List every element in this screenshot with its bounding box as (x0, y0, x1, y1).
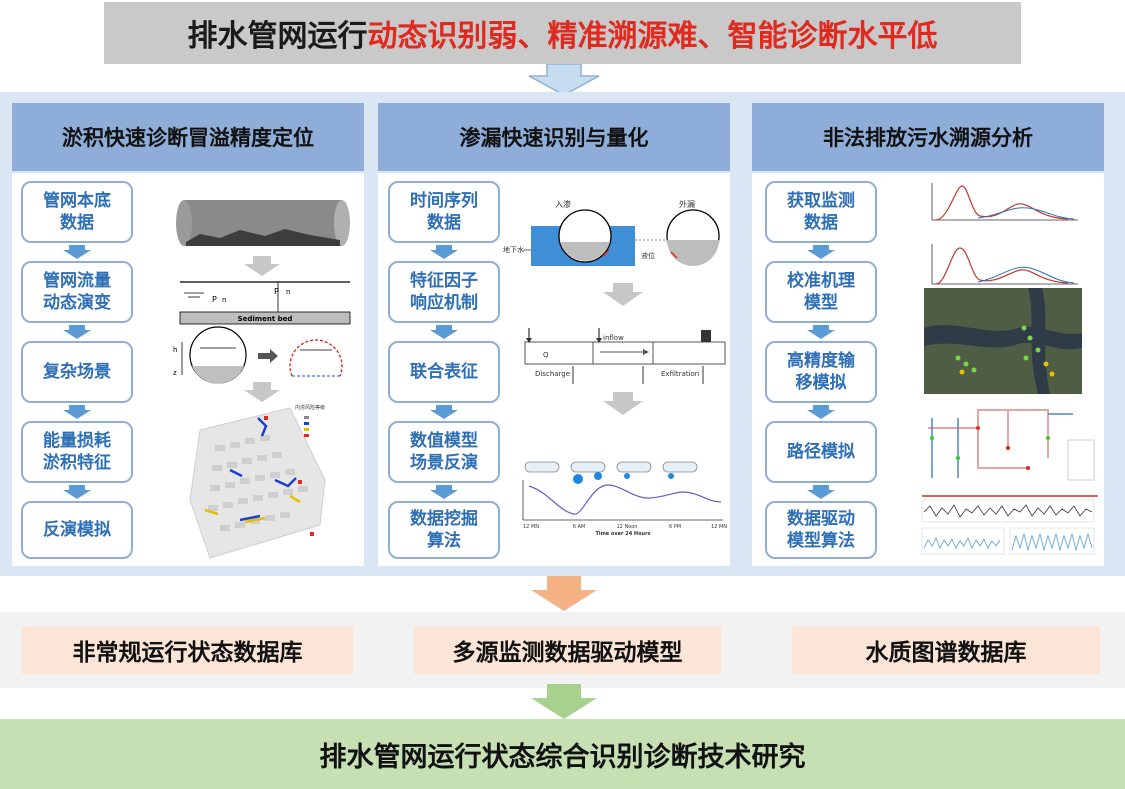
water-quality-timeseries-chart (921, 499, 1095, 555)
step-leakage-3: 联合表征 (388, 341, 500, 403)
step-sediment-4: 能量损耗 淤积特征 (21, 421, 133, 483)
sediment-bed-diagram: P n P n Sediment bed (179, 281, 351, 325)
sediment-illustrations: P n P n Sediment bed h z (173, 200, 351, 559)
down-arrow-icon (531, 576, 597, 611)
time-tick-2: 6 AM (573, 524, 586, 530)
svg-text:n: n (286, 288, 290, 296)
svg-text:n: n (222, 296, 226, 304)
step-leakage-4: 数值模型 场景反演 (388, 421, 500, 483)
svg-text:P: P (212, 295, 217, 304)
time-tick-5: 12 MN (711, 524, 727, 530)
leakage-illustrations: 入渗 外漏 地下水 液位 Q inflow Discharge Exfiltra… (503, 199, 727, 537)
column-header-sediment: 淤积快速诊断冒溢精度定位 (12, 103, 364, 171)
time-tick-1: 12 MN (523, 524, 539, 530)
time-axis-label: Time over 24 Hours (595, 531, 650, 537)
step-leakage-2: 特征因子 响应机制 (388, 261, 500, 323)
groundwater-label: 地下水 (503, 245, 524, 254)
flood-legend-title: 内涝风险等级 (295, 404, 325, 411)
database-box-abnormal: 非常规运行状态数据库 (22, 626, 353, 674)
column-header-tracing: 非法排放污水溯源分析 (752, 103, 1104, 171)
svg-text:z: z (173, 369, 177, 377)
satellite-map-image (924, 288, 1082, 394)
step-tracing-1: 获取监测 数据 (765, 181, 877, 243)
exfiltration-cn-label: 外漏 (679, 199, 695, 209)
tracing-illustrations (921, 183, 1098, 555)
step-leakage-1: 时间序列 数据 (388, 181, 500, 243)
infiltration-label: 入渗 (555, 199, 571, 209)
problem-prefix: 排水管网运行 (187, 19, 368, 54)
time-tick-4: 6 PM (669, 524, 681, 530)
problem-banner: 排水管网运行动态识别弱、精准溯源难、智能诊断水平低 (104, 2, 1021, 64)
pipe-cross-section-diagram: h z (173, 326, 343, 384)
database-box-model: 多源监测数据驱动模型 (414, 626, 721, 674)
step-tracing-5: 数据驱动 模型算法 (765, 501, 877, 559)
time-tick-3: 12 Noon (617, 524, 638, 530)
exfiltration-label: Exfiltration (661, 370, 699, 378)
conclusion-banner: 排水管网运行状态综合识别诊断技术研究 (0, 719, 1125, 789)
step-sediment-1: 管网本底 数据 (21, 181, 133, 243)
down-arrow-icon (528, 64, 600, 96)
column-header-leakage: 渗漏快速识别与量化 (378, 103, 730, 171)
problem-highlight: 动态识别弱、精准溯源难、智能诊断水平低 (367, 19, 938, 54)
step-sediment-5: 反演模拟 (21, 501, 133, 559)
level-label: 液位 (641, 251, 655, 260)
inflow-label: inflow (603, 334, 624, 342)
sediment-bed-label: Sediment bed (238, 315, 293, 323)
step-sediment-3: 复杂场景 (21, 341, 133, 403)
pipe-network-path-diagram (922, 404, 1098, 497)
svg-text:h: h (173, 346, 177, 354)
down-arrow-icon (531, 684, 597, 719)
step-leakage-5: 数据挖掘 算法 (388, 501, 500, 559)
diurnal-flow-chart: 12 MN 6 AM 12 Noon 6 PM 12 MN Time over … (522, 461, 727, 537)
svg-text:Q: Q (543, 351, 549, 359)
pipe-flow-diagram: Q inflow Discharge Exfiltration (524, 328, 726, 384)
infiltration-exfiltration-diagram: 入渗 外漏 地下水 液位 (503, 199, 720, 266)
pipe-3d-image (176, 200, 350, 246)
step-tracing-3: 高精度输 移模拟 (765, 341, 877, 403)
concentration-curves-chart (931, 183, 1078, 285)
database-box-water-quality: 水质图谱数据库 (792, 626, 1100, 674)
flood-risk-map: 内涝风险等级 (189, 404, 326, 559)
svg-text:P: P (274, 287, 279, 296)
step-sediment-2: 管网流量 动态演变 (21, 261, 133, 323)
discharge-label: Discharge (535, 370, 570, 378)
step-tracing-2: 校准机理 模型 (765, 261, 877, 323)
step-tracing-4: 路径模拟 (765, 421, 877, 483)
